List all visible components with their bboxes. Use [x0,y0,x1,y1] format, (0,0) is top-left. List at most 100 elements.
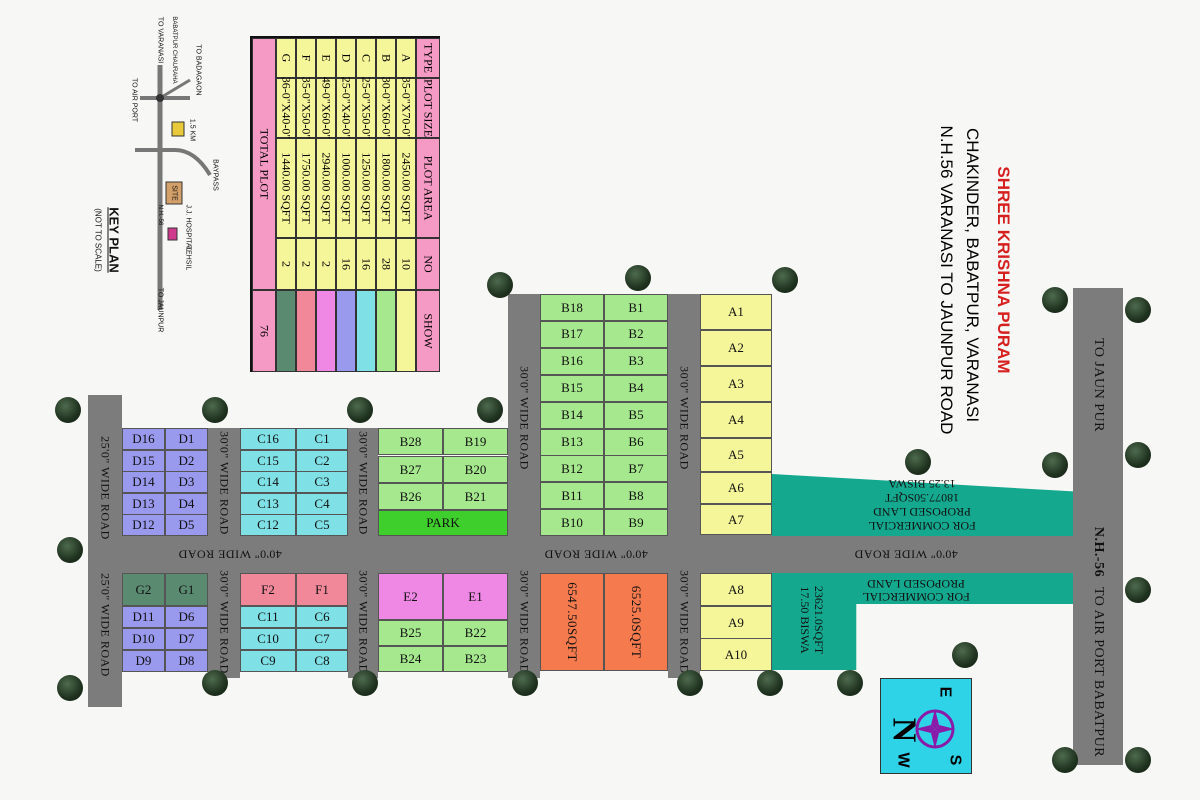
plot-b15[interactable]: B15 [540,374,604,402]
plot-b20[interactable]: B20 [443,456,508,483]
plot-b24[interactable]: B24 [378,646,443,672]
kp-to-badagaon: TO BADAGAON [194,44,202,96]
kp-tehsil: TEHSIL [184,245,192,271]
plot-d5[interactable]: D5 [165,514,208,537]
plot-c15[interactable]: C15 [240,449,296,472]
plot-c3[interactable]: C3 [296,471,348,494]
table-type-4-text: E [319,54,334,62]
plot-b1[interactable]: B1 [604,294,668,321]
plot-c13[interactable]: C13 [240,492,296,515]
road-label-to-jaunpur: TO JAUN PUR [1091,338,1106,432]
commercial-upper-line3: 18077.50SQFT [884,491,960,505]
plot-b23[interactable]: B23 [443,646,508,672]
plot-b13[interactable]: B13 [540,428,604,456]
table-no-2: 16 [356,238,376,290]
plot-d11[interactable]: D11 [122,606,165,628]
plot-b6[interactable]: B6 [604,428,668,456]
plot-a5[interactable]: A5 [700,438,772,472]
plot-a4[interactable]: A4 [700,402,772,438]
plot-g2[interactable]: G2 [122,573,165,606]
plot-b25[interactable]: B25 [378,620,443,646]
table-area-5: 1750.00 SQFT [296,138,316,238]
plot-d9[interactable]: D9 [122,650,165,672]
table-no-1-text: 28 [379,258,394,270]
plot-f1[interactable]: F1 [296,573,348,606]
plot-c5[interactable]: C5 [296,514,348,537]
plot-b17[interactable]: B17 [540,320,604,348]
plot-d7[interactable]: D7 [165,628,208,650]
plot-c12[interactable]: C12 [240,514,296,537]
plot-e1[interactable]: E1 [443,573,508,620]
tree-icon [625,265,651,291]
plot-b26[interactable]: B26 [378,483,443,510]
plot-c4[interactable]: C4 [296,492,348,515]
plot-d14[interactable]: D14 [122,471,165,494]
plot-b7[interactable]: B7 [604,455,668,483]
plot-d4[interactable]: D4 [165,492,208,515]
plot-c7[interactable]: C7 [296,628,348,650]
plot-f2[interactable]: F2 [240,573,296,606]
plot-a9[interactable]: A9 [700,606,772,639]
orange-plot-1[interactable] [540,573,604,671]
plot-g1[interactable]: G1 [165,573,208,606]
plot-d1[interactable]: D1 [165,428,208,450]
plot-d15[interactable]: D15 [122,449,165,472]
plot-c14[interactable]: C14 [240,471,296,494]
plot-b19[interactable]: B19 [443,428,508,455]
plot-d10[interactable]: D10 [122,628,165,650]
orange-plot-2[interactable] [604,573,668,671]
compass-s: S [946,754,964,766]
plot-d2[interactable]: D2 [165,449,208,472]
plot-b8[interactable]: B8 [604,482,668,510]
plot-b22[interactable]: B22 [443,620,508,646]
plot-d12[interactable]: D12 [122,514,165,537]
plot-b21[interactable]: B21 [443,483,508,510]
plot-b2[interactable]: B2 [604,320,668,348]
plot-c10[interactable]: C10 [240,628,296,650]
plot-d16[interactable]: D16 [122,428,165,450]
plot-b28[interactable]: B28 [378,428,443,455]
plot-c8[interactable]: C8 [296,650,348,672]
plot-a1[interactable]: A1 [700,294,772,330]
plot-c2[interactable]: C2 [296,449,348,472]
plot-a2[interactable]: A2 [700,330,772,366]
tree-icon [347,397,373,423]
plot-d3[interactable]: D3 [165,471,208,494]
plot-b4[interactable]: B4 [604,374,668,402]
table-area-4: 2940.00 SQFT [316,138,336,238]
plot-b16[interactable]: B16 [540,347,604,375]
plot-b5[interactable]: B5 [604,401,668,429]
plot-a8[interactable]: A8 [700,573,772,606]
plot-a10[interactable]: A10 [700,638,772,671]
plot-a3[interactable]: A3 [700,366,772,402]
plot-b27[interactable]: B27 [378,456,443,483]
plot-c6[interactable]: C6 [296,606,348,628]
plot-d13[interactable]: D13 [122,492,165,515]
table-no-0: 10 [396,238,416,290]
plot-a6[interactable]: A6 [700,472,772,504]
plot-b18[interactable]: B18 [540,294,604,321]
plot-b11[interactable]: B11 [540,482,604,510]
tree-icon [757,670,783,696]
plot-a7[interactable]: A7 [700,504,772,535]
plot-c9[interactable]: C9 [240,650,296,672]
kp-nh: N.H.-56 [157,204,163,226]
plot-b12[interactable]: B12 [540,455,604,483]
plot-c16[interactable]: C16 [240,428,296,450]
plot-b9[interactable]: B9 [604,509,668,537]
road-label-30e-top: 30'0" WIDE ROAD [356,431,371,535]
park-area[interactable]: PARK [378,510,508,536]
plot-d6[interactable]: D6 [165,606,208,628]
table-type-4: E [316,38,336,78]
road-label-30b-top: 30'0" WIDE ROAD [517,366,532,470]
plot-c1[interactable]: C1 [296,428,348,450]
plot-b14[interactable]: B14 [540,401,604,429]
plot-e2[interactable]: E2 [378,573,443,620]
plot-b3[interactable]: B3 [604,347,668,375]
plot-b10[interactable]: B10 [540,509,604,537]
table-no-1: 28 [376,238,396,290]
plot-d8[interactable]: D8 [165,650,208,672]
table-area-1: 1800.00 SQFT [376,138,396,238]
plot-c11[interactable]: C11 [240,606,296,628]
